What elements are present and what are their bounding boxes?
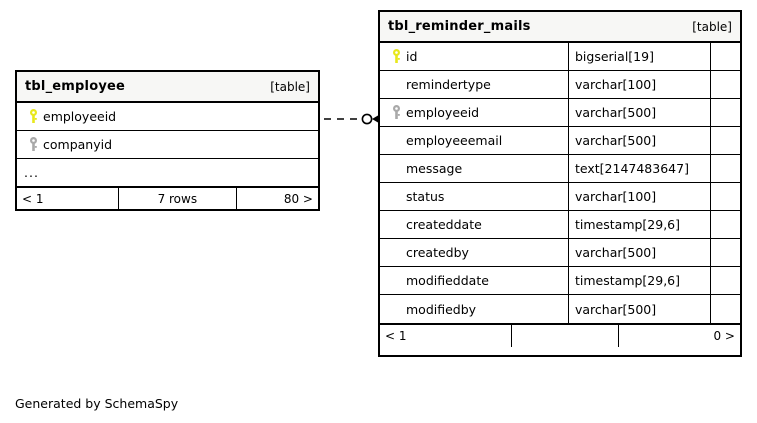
table-row[interactable]: modifiedby varchar[500]	[380, 295, 740, 323]
table-row[interactable]: status varchar[100]	[380, 183, 740, 211]
table-footer-tbl-employee: < 1 7 rows 80 >	[17, 186, 318, 210]
table-row[interactable]: employeeid varchar[500]	[380, 99, 740, 127]
column-type-cell: text[2147483647]	[568, 155, 710, 182]
column-name-text: createddate	[406, 217, 482, 232]
table-row[interactable]: employeeemail varchar[500]	[380, 127, 740, 155]
column-type-cell: timestamp[29,6]	[568, 211, 710, 238]
footer-next-button[interactable]: 0 >	[617, 325, 740, 347]
footer-prev-button[interactable]: < 1	[385, 329, 407, 343]
column-type-cell: varchar[500]	[568, 99, 710, 126]
column-name-text: employeeid	[406, 105, 480, 120]
column-name-text: modifieddate	[406, 273, 489, 288]
column-type-cell: varchar[500]	[568, 239, 710, 266]
table-type-tag: [table]	[270, 79, 310, 94]
generated-by-credit: Generated by SchemaSpy	[15, 396, 179, 411]
column-spacer-cell	[710, 295, 740, 323]
column-name-text: employeeid	[43, 109, 117, 124]
column-spacer-cell	[710, 99, 740, 126]
footer-next-button[interactable]: 80 >	[236, 188, 318, 210]
column-spacer-cell	[710, 43, 740, 70]
column-spacer-cell	[710, 155, 740, 182]
table-title: tbl_reminder_mails	[388, 19, 531, 34]
column-name-text: message	[406, 161, 463, 176]
column-type-cell: varchar[100]	[568, 71, 710, 98]
column-list-tbl-employee: employeeid companyid	[17, 103, 318, 186]
column-name-text: id	[406, 49, 418, 64]
table-row[interactable]: employeeid	[17, 103, 318, 131]
column-spacer-cell	[710, 239, 740, 266]
column-name-cell: remindertype	[380, 71, 568, 98]
table-card-tbl-employee[interactable]: tbl_employee [table] employeeid	[15, 70, 320, 211]
table-title: tbl_employee	[25, 79, 126, 94]
column-list-tbl-reminder-mails: id bigserial[19] remindertype varchar[10…	[380, 43, 740, 323]
column-name-text: status	[406, 189, 445, 204]
column-name-text: employeeemail	[406, 133, 503, 148]
column-type-cell: timestamp[29,6]	[568, 267, 710, 294]
column-name-cell: employeeemail	[380, 127, 568, 154]
table-card-tbl-reminder-mails[interactable]: tbl_reminder_mails [table] id	[378, 10, 742, 357]
column-name-cell: createdby	[380, 239, 568, 266]
column-name-text: modifiedby	[406, 301, 477, 317]
relationship-connector-employeeid	[324, 112, 384, 126]
column-name-cell: status	[380, 183, 568, 210]
column-name-cell: companyid	[17, 131, 318, 158]
foreign-key-icon	[387, 105, 406, 120]
foreign-key-icon	[24, 137, 43, 152]
table-row[interactable]: message text[2147483647]	[380, 155, 740, 183]
column-type-cell: varchar[500]	[568, 295, 710, 323]
column-spacer-cell	[710, 127, 740, 154]
column-type-cell: bigserial[19]	[568, 43, 710, 70]
column-spacer-cell	[710, 211, 740, 238]
primary-key-icon	[24, 109, 43, 124]
footer-row-count: 7 rows	[117, 188, 237, 210]
column-name-cell: id	[380, 43, 568, 70]
footer-prev-button[interactable]: < 1	[22, 192, 44, 206]
column-name-text: companyid	[43, 137, 113, 152]
column-spacer-cell	[710, 71, 740, 98]
primary-key-icon	[387, 49, 406, 64]
column-type-cell: varchar[500]	[568, 127, 710, 154]
table-row[interactable]: companyid	[17, 131, 318, 159]
column-name-cell: createddate	[380, 211, 568, 238]
column-name-text: remindertype	[406, 77, 491, 92]
table-footer-tbl-reminder-mails: < 1 0 >	[380, 323, 740, 347]
table-row[interactable]: remindertype varchar[100]	[380, 71, 740, 99]
column-name-cell: employeeid	[380, 99, 568, 126]
column-spacer-cell	[710, 183, 740, 210]
column-name-cell: modifiedby	[380, 295, 568, 323]
more-columns-ellipsis: ...	[24, 165, 39, 180]
column-name-cell: employeeid	[17, 103, 318, 130]
table-row[interactable]: modifieddate timestamp[29,6]	[380, 267, 740, 295]
column-name-text: createdby	[406, 245, 469, 260]
table-row[interactable]: createdby varchar[500]	[380, 239, 740, 267]
table-type-tag: [table]	[692, 19, 732, 34]
cardinality-zero-circle	[361, 113, 373, 125]
column-name-cell: modifieddate	[380, 267, 568, 294]
column-spacer-cell	[710, 267, 740, 294]
column-type-cell: varchar[100]	[568, 183, 710, 210]
footer-row-count	[511, 325, 617, 347]
table-row[interactable]: id bigserial[19]	[380, 43, 740, 71]
table-header-tbl-employee: tbl_employee [table]	[17, 72, 318, 103]
table-header-tbl-reminder-mails: tbl_reminder_mails [table]	[380, 12, 740, 43]
table-row[interactable]: createddate timestamp[29,6]	[380, 211, 740, 239]
table-row-more[interactable]: ...	[17, 159, 318, 186]
column-name-cell: message	[380, 155, 568, 182]
